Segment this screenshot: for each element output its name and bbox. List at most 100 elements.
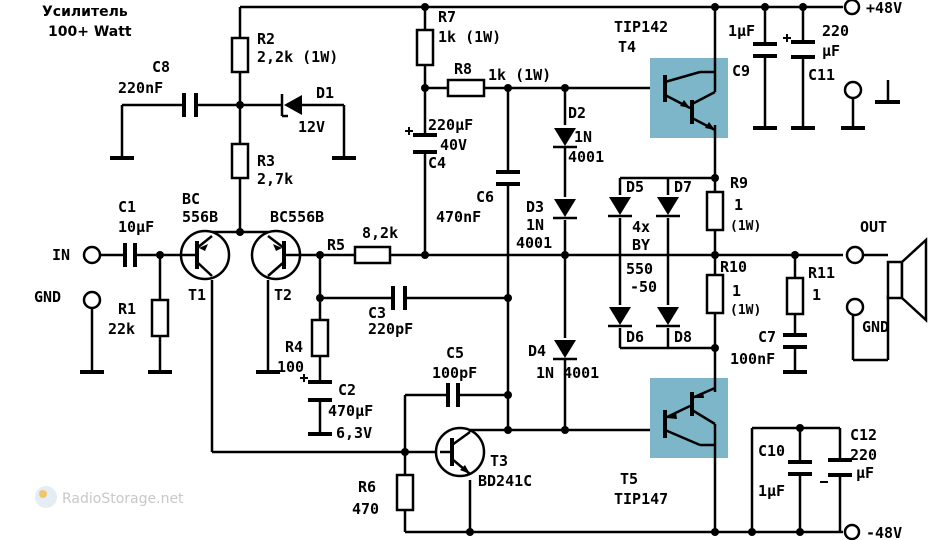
label-c11-value2: µF <box>822 42 840 60</box>
resistor-r11 <box>785 276 805 316</box>
label-r11-value: 1 <box>812 286 821 304</box>
label-d1-name: D1 <box>316 84 334 102</box>
label-c5-value: 100pF <box>432 364 477 382</box>
label-c2-value: 470µF <box>328 402 373 420</box>
capacitor-c12 <box>820 458 852 483</box>
resistor-r2 <box>230 36 250 74</box>
resistor-r5 <box>353 245 392 265</box>
label-t4-name: T4 <box>618 38 636 56</box>
capacitor-c1 <box>123 243 137 267</box>
label-c4-voltage: 40V <box>440 136 467 154</box>
label-r7-name: R7 <box>438 8 456 26</box>
label-c8-name: C8 <box>152 58 170 76</box>
heatsink-t5 <box>650 378 728 458</box>
label-dgroup-2: BY <box>632 236 650 254</box>
label-r6-name: R6 <box>358 478 376 496</box>
label-d3-value2: 4001 <box>516 234 552 252</box>
diode-d2 <box>553 128 577 149</box>
transistor-t2 <box>250 229 302 281</box>
watermark-text: RadioStorage.net <box>62 491 184 507</box>
label-out: OUT <box>860 218 887 236</box>
resistor-r1 <box>150 298 170 338</box>
label-gnd-in: GND <box>34 288 61 306</box>
label-c11-value1: 220 <box>822 22 849 40</box>
label-c7-value: 100nF <box>730 350 775 368</box>
label-d2-name: D2 <box>568 104 586 122</box>
terminal-in <box>82 245 102 265</box>
watermark-logo-dot <box>39 490 47 498</box>
label-minus48: -48V <box>866 524 902 540</box>
terminal-out <box>845 245 865 265</box>
diode-d5 <box>608 197 632 218</box>
label-r9-power: (1W) <box>730 219 761 234</box>
label-t2-name: T2 <box>274 286 292 304</box>
label-t2-type: BC556B <box>270 208 324 226</box>
label-r5-name: R5 <box>327 236 345 254</box>
junction-dots <box>156 3 807 536</box>
label-d4-name: D4 <box>528 342 546 360</box>
capacitor-c9 <box>753 42 777 58</box>
capacitor-c10 <box>788 460 812 476</box>
terminal-plus48 <box>843 0 861 16</box>
wires <box>90 5 890 534</box>
capacitor-c8 <box>182 93 198 117</box>
label-c10-value: 1µF <box>758 482 785 500</box>
component-labels: R2 2,2k (1W) C8 220nF D1 12V R3 2,7k C1 … <box>108 8 877 518</box>
resistor-r6 <box>395 473 415 512</box>
capacitor-c5 <box>446 383 460 407</box>
label-r7-value: 1k (1W) <box>438 28 501 46</box>
label-c12-value2: µF <box>856 464 874 482</box>
label-gnd-out: GND <box>862 318 889 336</box>
capacitor-c2 <box>300 374 332 402</box>
label-d6-name: D6 <box>626 328 644 346</box>
label-r10-name: R10 <box>720 258 747 276</box>
label-r10-power: (1W) <box>730 303 761 318</box>
label-t1-type1: BC <box>182 190 200 208</box>
label-r4-value: 100 <box>277 358 304 376</box>
terminal-minus48 <box>843 523 861 540</box>
capacitor-c4 <box>405 127 437 154</box>
diode-d4 <box>553 340 577 361</box>
terminal-gnd-in <box>82 290 102 310</box>
resistor-r9 <box>705 190 725 232</box>
label-t5-name: T5 <box>620 470 638 488</box>
label-c1-name: C1 <box>118 198 136 216</box>
label-d3-name: D3 <box>526 198 544 216</box>
label-d3-value1: 1N <box>526 216 544 234</box>
label-c11-name: C11 <box>808 66 835 84</box>
transistor-t4 <box>663 70 717 132</box>
label-dgroup-1: 4x <box>632 218 650 236</box>
label-plus48: +48V <box>866 0 902 17</box>
label-r8-value: 1k (1W) <box>488 66 551 84</box>
speaker-icon <box>886 237 928 323</box>
label-r1-name: R1 <box>118 300 136 318</box>
label-r3-name: R3 <box>257 152 275 170</box>
transistor-t5 <box>663 386 717 447</box>
terminal-supply-gnd <box>843 80 863 100</box>
label-t1-type2: 556B <box>182 208 218 226</box>
capacitor-c3 <box>391 286 407 310</box>
label-d2-value2: 4001 <box>568 148 604 166</box>
watermark-logo-icon <box>35 486 57 508</box>
label-c12-value1: 220 <box>850 446 877 464</box>
label-c4-name: C4 <box>428 154 446 172</box>
label-d5-name: D5 <box>626 178 644 196</box>
label-r10-value: 1 <box>732 282 741 300</box>
label-dgroup-3: 550 <box>626 260 653 278</box>
label-r1-value: 22k <box>108 320 135 338</box>
label-c7-name: C7 <box>758 328 776 346</box>
label-c3-value: 220pF <box>368 320 413 338</box>
label-dgroup-4: -50 <box>630 278 657 296</box>
label-in: IN <box>52 246 70 264</box>
resistor-r7 <box>415 28 435 67</box>
label-c1-value: 10µF <box>118 218 154 236</box>
resistor-r8 <box>446 78 486 98</box>
label-t4-type: TIP142 <box>614 18 668 36</box>
label-c5-name: C5 <box>446 344 464 362</box>
label-r9-name: R9 <box>730 174 748 192</box>
label-d7-name: D7 <box>674 178 692 196</box>
watermark: RadioStorage.net <box>35 486 184 508</box>
label-c3-name: C3 <box>368 304 386 322</box>
diode-d6 <box>608 307 632 328</box>
